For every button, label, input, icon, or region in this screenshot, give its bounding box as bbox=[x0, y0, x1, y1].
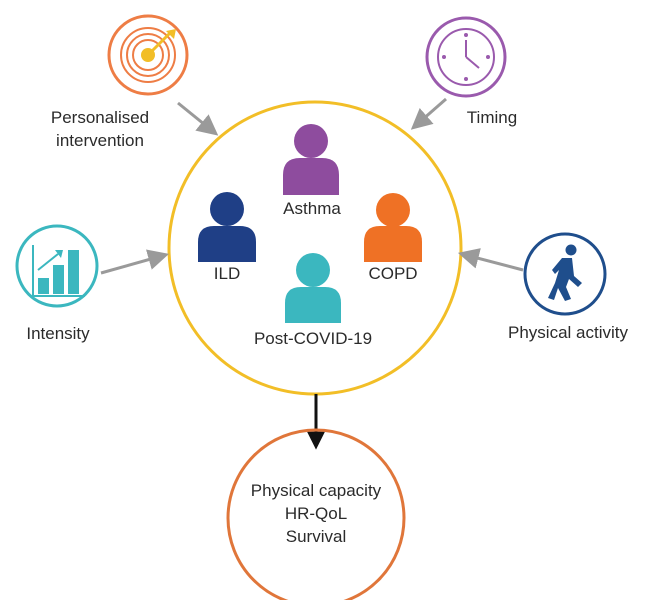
factor-label-physical-activity: Physical activity bbox=[508, 323, 628, 342]
factor-label-intensity: Intensity bbox=[26, 324, 90, 343]
arrow-personalised bbox=[177, 101, 219, 136]
asthma-person-icon bbox=[283, 124, 339, 195]
factor-label-timing: Timing bbox=[467, 108, 517, 127]
condition-label-asthma: Asthma bbox=[283, 199, 341, 218]
outcome-line-1: Physical capacity bbox=[251, 481, 382, 500]
arrow-intensity bbox=[100, 249, 170, 275]
outcome-line-3: Survival bbox=[286, 527, 346, 546]
condition-label-ild: ILD bbox=[214, 264, 240, 283]
outcome-line-2: HR-QoL bbox=[285, 504, 347, 523]
condition-label-post-covid: Post-COVID-19 bbox=[254, 329, 372, 348]
copd-person-icon bbox=[364, 193, 422, 262]
factor-label-personalised-line1: Personalised bbox=[51, 108, 149, 127]
clock-icon bbox=[425, 16, 507, 98]
arrow-timing bbox=[410, 97, 447, 130]
ild-person-icon bbox=[198, 192, 256, 262]
post-covid-person-icon bbox=[285, 253, 341, 323]
outcome-ring bbox=[226, 428, 406, 600]
walking-person-icon bbox=[523, 232, 607, 316]
target-icon bbox=[107, 14, 189, 96]
arrow-physical-activity bbox=[457, 248, 524, 272]
condition-label-copd: COPD bbox=[368, 264, 417, 283]
bar-chart-icon bbox=[15, 224, 99, 308]
factor-label-personalised-line2: intervention bbox=[56, 131, 144, 150]
